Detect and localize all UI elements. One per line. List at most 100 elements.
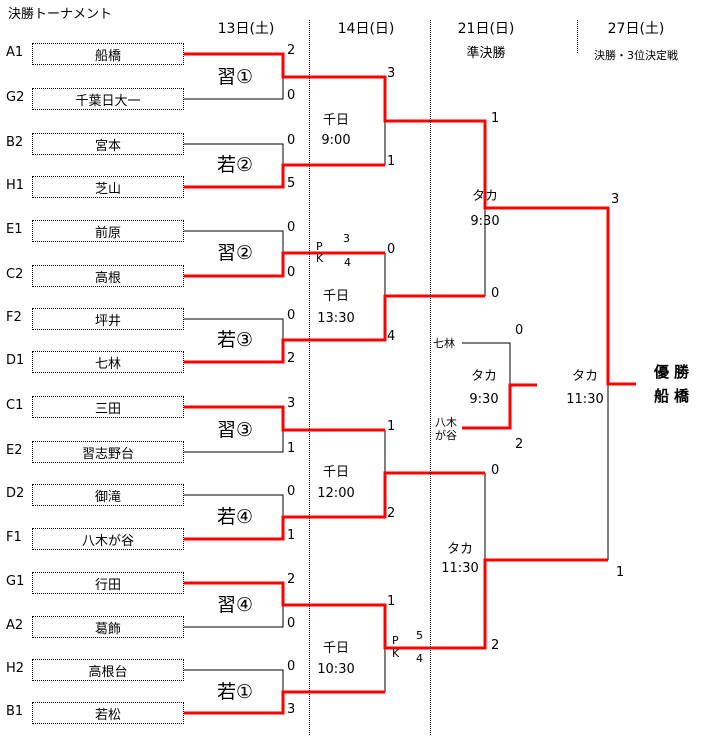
team-box-e1: 前原 — [32, 220, 184, 242]
team-name: 船橋 — [94, 48, 121, 64]
round2-venue-2: 千日 — [322, 289, 349, 304]
team-name: 若松 — [94, 707, 121, 723]
seed-d2: D2 — [6, 486, 25, 501]
pk2-k-label: K — [392, 647, 400, 660]
seed-h2: H2 — [6, 661, 25, 676]
pk1-top-score: 3 — [343, 232, 350, 245]
semifinal1-score-bottom: 0 — [491, 286, 500, 301]
team-box-c2: 高根 — [32, 265, 184, 287]
team-box-d1: 七林 — [32, 351, 184, 373]
pk2-top-score: 5 — [416, 629, 423, 642]
column-divider-3 — [577, 20, 578, 53]
semifinal1-time: 9:30 — [470, 214, 500, 229]
seed-g1: G1 — [6, 574, 25, 589]
round1-score-h1: 5 — [287, 176, 296, 191]
team-name: 坪井 — [94, 313, 121, 329]
round2-time-2: 13:30 — [317, 311, 355, 326]
round2-time-4: 10:30 — [317, 662, 355, 677]
column-divider-1 — [309, 20, 310, 735]
semifinal2-score-top: 0 — [491, 463, 500, 478]
team-box-g1: 行田 — [32, 572, 184, 594]
pk1-p-label: P — [316, 240, 323, 253]
semifinal2-score-bottom: 2 — [491, 638, 500, 653]
seed-b2: B2 — [6, 135, 24, 150]
round1-score-a2: 0 — [287, 616, 296, 631]
winner-paths — [184, 52, 636, 715]
final-score-top: 3 — [611, 192, 620, 207]
round1-score-c1: 3 — [287, 396, 296, 411]
round1-score-f1: 1 — [287, 528, 296, 543]
third-place-team-bottom-2: が谷 — [435, 429, 457, 442]
round2-venue-3: 千日 — [322, 465, 349, 480]
third-place-venue: タカ — [470, 369, 497, 384]
round1-score-e1: 0 — [287, 220, 296, 235]
column-header-3: 21日(日) — [457, 21, 515, 37]
column-header-3-sub: 準決勝 — [466, 46, 506, 61]
final-time: 11:30 — [566, 392, 604, 407]
match-label-1: 習① — [216, 66, 254, 88]
team-box-f2: 坪井 — [32, 308, 184, 330]
round1-score-d2: 0 — [287, 484, 296, 499]
final-venue: タカ — [571, 369, 598, 384]
round2-time-3: 12:00 — [317, 486, 355, 501]
round1-score-g1: 2 — [287, 572, 296, 587]
seed-g2: G2 — [6, 90, 25, 105]
seed-b1: B1 — [6, 704, 24, 719]
seed-d1: D1 — [6, 353, 25, 368]
team-box-b2: 宮本 — [32, 133, 184, 155]
team-box-a1: 船橋 — [32, 43, 184, 65]
column-header-2: 14日(日) — [337, 21, 395, 37]
match-label-2: 若② — [216, 154, 254, 176]
team-name: 葛飾 — [94, 621, 121, 637]
team-name: 御滝 — [94, 489, 121, 505]
round2-venue-4: 千日 — [322, 641, 349, 656]
seed-c2: C2 — [6, 267, 24, 282]
team-box-h1: 芝山 — [32, 176, 184, 198]
round1-score-g2: 0 — [287, 88, 296, 103]
semifinal2-venue: タカ — [446, 542, 473, 557]
match-label-4: 若③ — [216, 329, 254, 351]
match-label-7: 習④ — [216, 594, 254, 616]
seed-a2: A2 — [6, 618, 24, 633]
column-header-4: 27日(土) — [607, 21, 665, 37]
column-header-1: 13日(土) — [217, 21, 275, 37]
team-box-d2: 御滝 — [32, 484, 184, 506]
match-label-3: 習② — [216, 242, 254, 264]
match-label-5: 習③ — [216, 419, 254, 441]
round2-venue-1: 千日 — [322, 113, 349, 128]
team-box-g2: 千葉日大一 — [32, 88, 184, 110]
round1-score-a1: 2 — [287, 43, 296, 58]
team-name: 行田 — [94, 577, 121, 593]
loser-paths — [184, 77, 609, 692]
team-name: 八木が谷 — [81, 533, 134, 549]
semifinal1-score-top: 1 — [491, 111, 500, 126]
round1-score-f2: 0 — [287, 308, 296, 323]
column-divider-2 — [430, 20, 431, 735]
team-name: 宮本 — [94, 138, 121, 154]
round2-time-1: 9:00 — [321, 133, 351, 148]
team-name: 三田 — [94, 401, 121, 417]
match-label-8: 若① — [216, 681, 254, 703]
team-name: 前原 — [94, 225, 121, 241]
seed-e2: E2 — [6, 443, 23, 458]
seed-a1: A1 — [6, 45, 24, 60]
round1-score-h2: 0 — [287, 659, 296, 674]
round1-score-b2: 0 — [287, 133, 296, 148]
round2-score-2-bottom: 4 — [387, 329, 396, 344]
final-score-bottom: 1 — [616, 565, 625, 580]
round2-score-4-top: 1 — [387, 594, 396, 609]
seed-c1: C1 — [6, 398, 24, 413]
team-box-b1: 若松 — [32, 702, 184, 724]
third-place-score-bottom: 2 — [515, 437, 524, 452]
pk1-bottom-score: 4 — [344, 256, 351, 269]
third-place-team-bottom-1: 八木 — [435, 416, 457, 429]
match-label-6: 若④ — [216, 506, 254, 528]
column-header-4-sub: 決勝・3位決定戦 — [594, 49, 678, 62]
seed-h1: H1 — [6, 178, 25, 193]
round1-score-d1: 2 — [287, 351, 296, 366]
pk1-k-label: K — [316, 252, 324, 265]
pk2-p-label: P — [392, 634, 399, 647]
pk2-bottom-score: 4 — [416, 652, 423, 665]
